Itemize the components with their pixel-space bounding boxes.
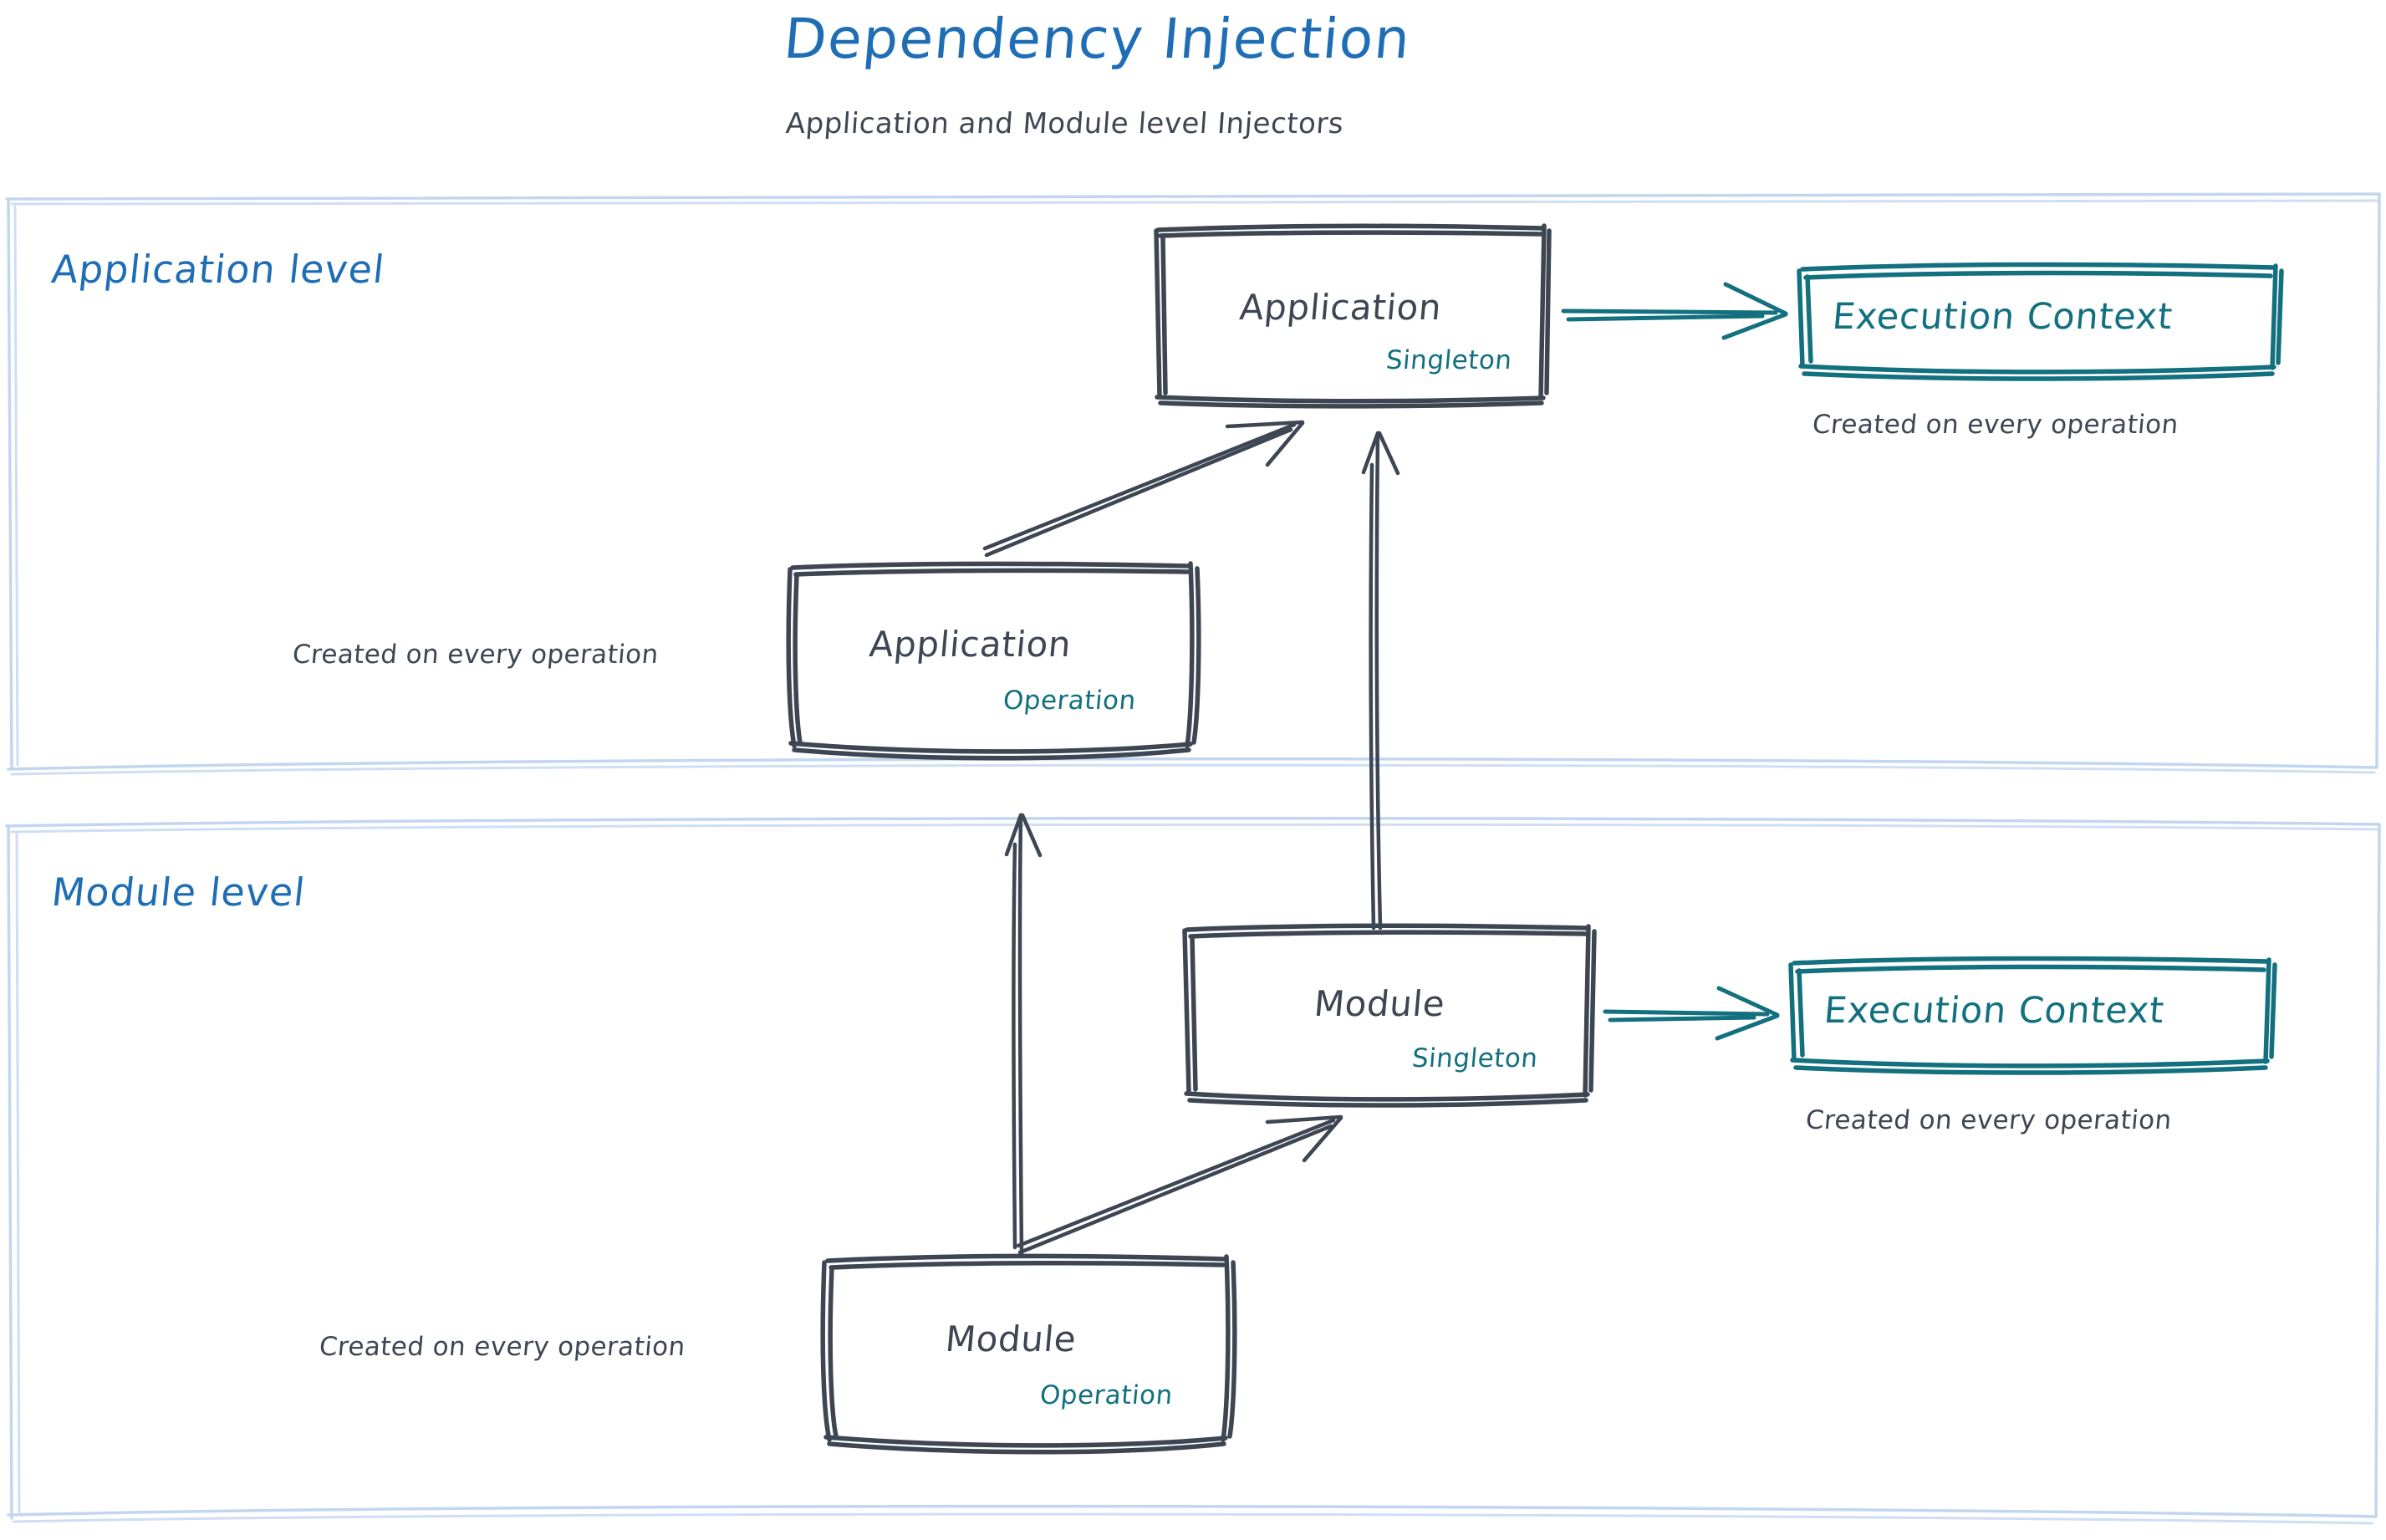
module-operation-note: Created on every operation	[318, 1332, 687, 1362]
application-operation-note: Created on every operation	[291, 640, 660, 670]
node-module-singleton[interactable]: Module Singleton	[1185, 926, 1594, 1104]
edge-module-singleton-to-module-context	[1603, 986, 1780, 1041]
edge-module-singleton-to-app-singleton	[1361, 431, 1400, 931]
module-singleton-title: Module	[1312, 983, 1447, 1024]
node-application-execution-context[interactable]: Execution Context	[1799, 266, 2281, 375]
edge-module-operation-to-module-singleton	[1016, 1114, 1343, 1255]
module-singleton-scope-badge: Singleton	[1410, 1043, 1540, 1073]
edge-app-singleton-to-app-context	[1561, 282, 1788, 340]
page-title: Dependency Injection	[781, 7, 1414, 71]
module-operation-scope-badge: Operation	[1038, 1380, 1175, 1410]
node-module-operation[interactable]: Module Operation	[824, 1257, 1234, 1451]
application-execution-context-note: Created on every operation	[1811, 410, 2180, 440]
edge-app-operation-to-app-singleton	[982, 420, 1305, 558]
node-application-singleton[interactable]: Application Singleton	[1156, 228, 1549, 405]
application-execution-context-title: Execution Context	[1830, 296, 2174, 338]
application-operation-scope-badge: Operation	[1002, 686, 1138, 716]
page-subtitle: Application and Module level Injectors	[784, 107, 1345, 140]
application-level-label: Application level	[49, 247, 387, 292]
module-operation-title: Module	[943, 1318, 1078, 1359]
node-module-execution-context[interactable]: Execution Context	[1791, 960, 2272, 1068]
application-operation-title: Application	[867, 624, 1073, 665]
application-singleton-scope-badge: Singleton	[1384, 345, 1514, 375]
module-level-label: Module level	[49, 869, 308, 915]
node-application-operation[interactable]: Application Operation	[790, 563, 1200, 756]
edge-module-operation-to-app-operation	[1004, 813, 1043, 1257]
module-execution-context-title: Execution Context	[1822, 990, 2166, 1032]
module-execution-context-note: Created on every operation	[1804, 1105, 2174, 1135]
application-singleton-title: Application	[1237, 287, 1444, 328]
